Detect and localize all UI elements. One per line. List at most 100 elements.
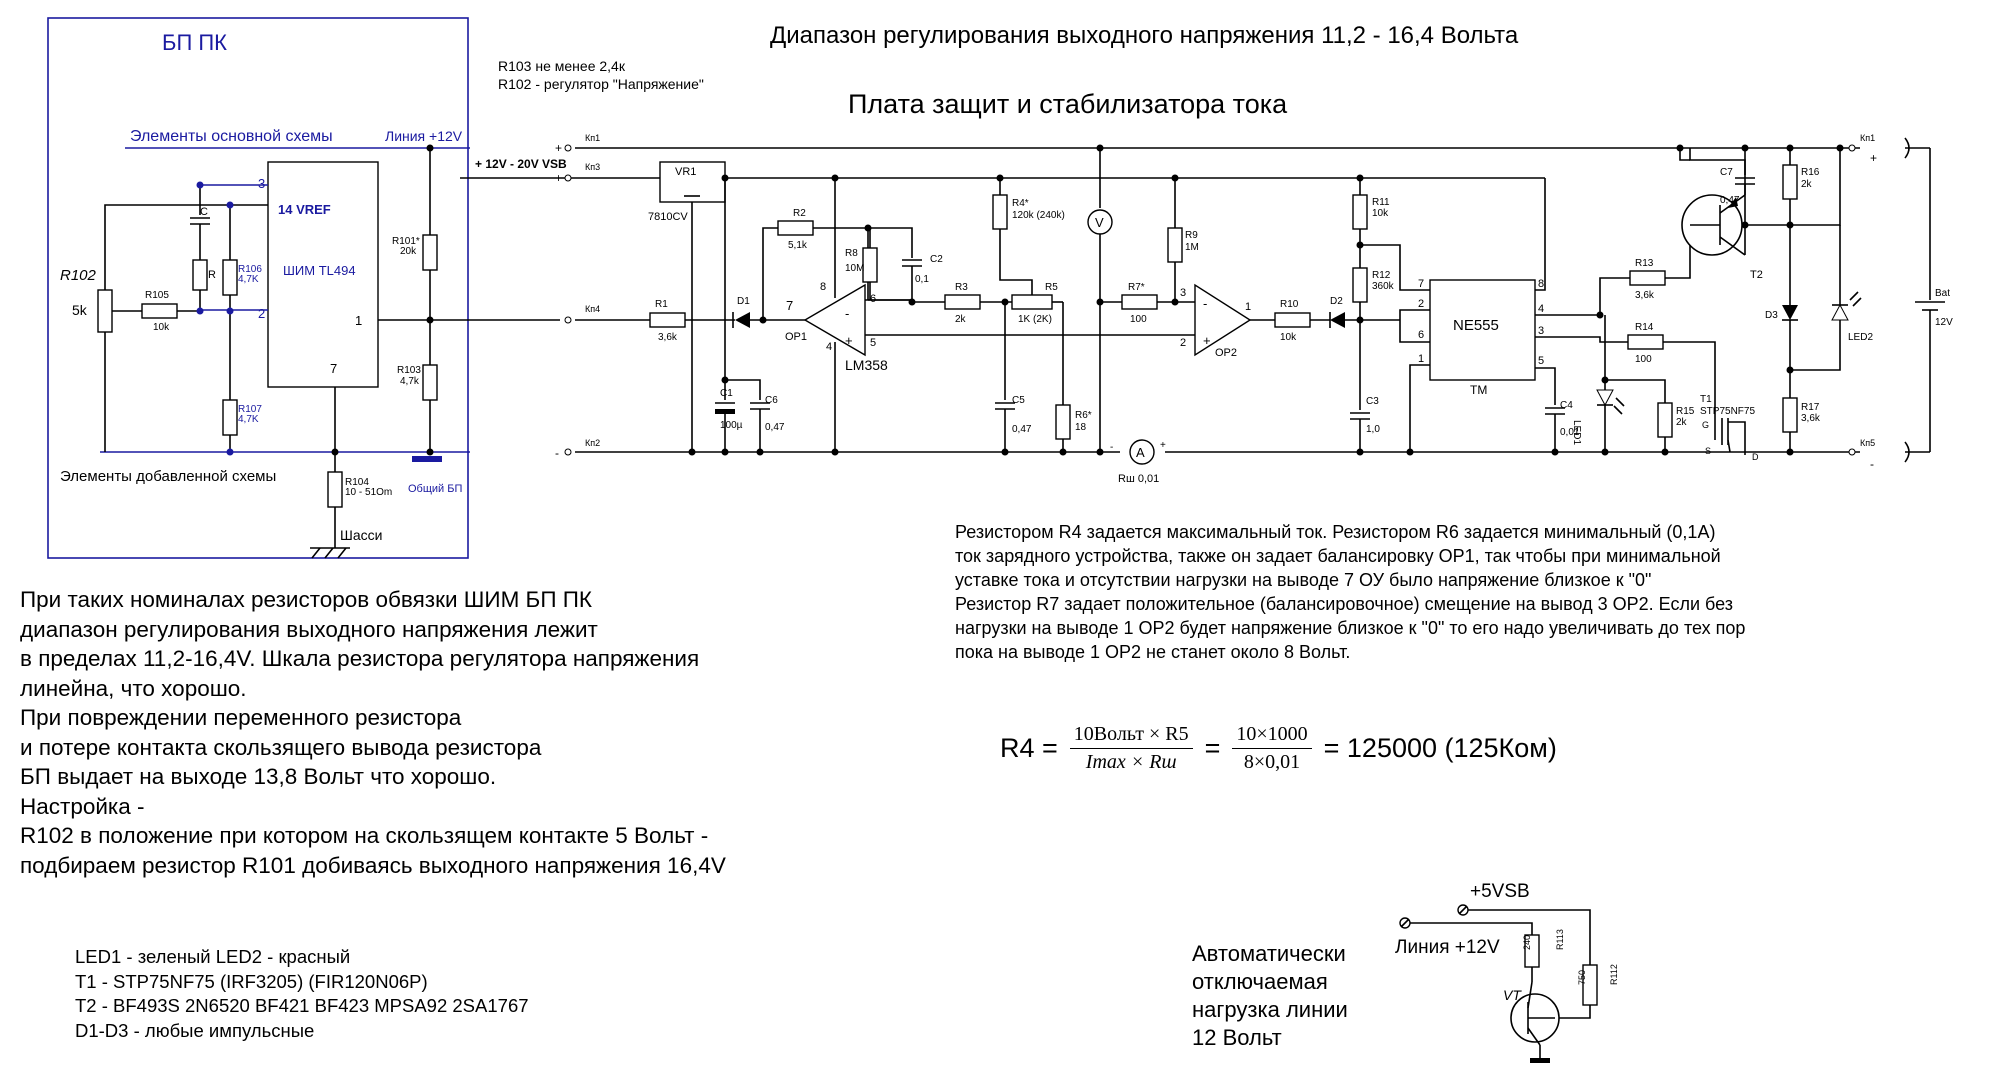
legend: LED1 - зеленый LED2 - красный T1 - STP75… — [75, 946, 529, 1041]
amm-plus: + — [1160, 440, 1166, 451]
op2-plus: + — [1203, 333, 1211, 348]
d2-label: D2 — [1330, 296, 1343, 307]
t1-d: D — [1752, 452, 1759, 462]
ne555-tm: TM — [1470, 383, 1487, 397]
op1-pin4: 4 — [826, 341, 832, 353]
r1 — [649, 312, 686, 328]
tl494-chip — [267, 161, 379, 388]
ne-pin5: 5 — [1538, 355, 1544, 367]
vsb-label: + 12V - 20V VSB — [475, 157, 567, 171]
r15-value: 2k — [1676, 417, 1688, 428]
c4-value: 0,01 — [1560, 427, 1580, 438]
r7-label: R7* — [1128, 282, 1145, 293]
amm-minus: - — [1110, 442, 1113, 453]
r8 — [862, 247, 878, 283]
t1-s: S — [1705, 446, 1711, 456]
kn4-label: Кп4 — [585, 304, 600, 314]
r103-value: 4,7k — [400, 376, 420, 387]
op1 — [803, 283, 866, 357]
autoload-line: Линия +12V — [1395, 937, 1500, 958]
ne-pin4: 4 — [1538, 303, 1544, 315]
r-small — [192, 259, 208, 291]
wire-vref — [104, 204, 268, 290]
board-title: Плата защит и стабилизатора тока — [848, 89, 1288, 119]
r16 — [1782, 164, 1798, 200]
vsb5-label: +5VSB — [1470, 881, 1530, 902]
op2-pin3: 3 — [1180, 287, 1186, 299]
r103-note: R103 не менее 2,4к — [498, 58, 626, 74]
r3-label: R3 — [955, 282, 968, 293]
tl494-pin3: 3 — [258, 176, 265, 191]
psu-box — [47, 17, 469, 559]
r103-label: R103 — [397, 365, 421, 376]
r102-note: R102 - регулятор "Напряжение" — [498, 76, 704, 92]
tl494-pin1: 1 — [355, 313, 362, 328]
c2-label: C2 — [930, 254, 943, 265]
formula-frac2: 10×1000 8×0,01 — [1232, 723, 1312, 774]
r13-label: R13 — [1635, 258, 1654, 269]
notes-left: При таких номиналах резисторов обвязки Ш… — [20, 587, 726, 878]
d2 — [1330, 312, 1345, 328]
r15 — [1657, 402, 1673, 438]
r113-value: 240 — [1522, 935, 1532, 950]
r3 — [944, 294, 981, 310]
r104-label: R104 — [345, 477, 369, 488]
r4-value: 120k (240k) — [1012, 210, 1065, 221]
r5-value: 1K (2K) — [1018, 314, 1052, 325]
ne-pin2: 2 — [1418, 298, 1424, 310]
formula-num1: 10Вольт × R5 — [1069, 723, 1193, 749]
formula-result: = 125000 (125Ком) — [1323, 733, 1557, 763]
r106-label: R106 — [238, 264, 262, 275]
kn1-plus: + — [555, 141, 562, 155]
d1 — [735, 312, 750, 328]
c-label: C — [200, 206, 208, 218]
line12-label: Линия +12V — [385, 128, 463, 144]
r7-value: 100 — [1130, 314, 1147, 325]
c6-value: 0,47 — [765, 422, 785, 433]
vt-ground — [1530, 1058, 1550, 1063]
common-label: Общий БП — [408, 483, 462, 495]
formula-den2: 8×0,01 — [1243, 751, 1301, 773]
r8-label: R8 — [845, 248, 858, 259]
kn1-label: Кп1 — [585, 133, 600, 143]
r101-value: 20k — [400, 246, 417, 257]
t1-type: STP75NF75 — [1700, 406, 1755, 417]
led1 — [1596, 389, 1614, 407]
r113-label: R113 — [1555, 929, 1565, 950]
ne-pin6: 6 — [1418, 329, 1424, 341]
r6-label: R6* — [1075, 410, 1092, 421]
chassis-label: Шасси — [340, 527, 382, 543]
op1-pin8: 8 — [820, 281, 826, 293]
c3-value: 1,0 — [1366, 424, 1380, 435]
r11 — [1352, 194, 1368, 230]
t1-g: G — [1702, 420, 1709, 430]
r112-label: R112 — [1609, 964, 1619, 985]
op1-plus: + — [845, 333, 853, 348]
r13 — [1629, 270, 1666, 286]
tl494-vref: 14 VREF — [278, 202, 331, 217]
voltmeter-label: V — [1095, 215, 1104, 230]
rsh-label: Rш 0,01 — [1118, 473, 1159, 485]
r12-value: 360k — [1372, 281, 1395, 292]
r107 — [222, 399, 238, 436]
kn2-label: Кп2 — [585, 438, 600, 448]
r11-value: 10k — [1372, 208, 1389, 219]
r16-value: 2k — [1801, 179, 1813, 190]
ne-pin3: 3 — [1538, 325, 1544, 337]
r102 — [97, 289, 113, 333]
ammeter-label: A — [1136, 445, 1145, 460]
ne-pin1: 1 — [1418, 353, 1424, 365]
r9 — [1167, 227, 1183, 263]
c1-label: C1 — [720, 388, 733, 399]
r107-label: R107 — [238, 404, 262, 415]
formula-frac1: 10Вольт × R5 Imax × Rш — [1069, 723, 1193, 774]
r14-value: 100 — [1635, 354, 1652, 365]
kn2-minus: - — [555, 446, 559, 460]
r6 — [1055, 404, 1071, 440]
range-title: Диапазон регулирования выходного напряже… — [770, 22, 1519, 49]
kn3-label: Кп3 — [585, 162, 600, 172]
main-elements-label: Элементы основной схемы — [130, 128, 333, 145]
led2 — [1831, 303, 1849, 321]
t2-label: T2 — [1750, 269, 1763, 281]
kn3-plus: + — [555, 171, 562, 185]
